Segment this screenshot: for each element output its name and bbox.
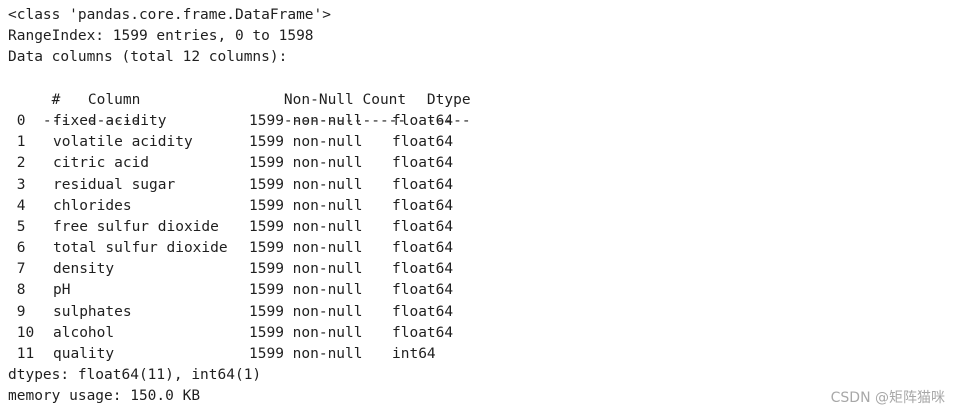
row-dtype: int64	[392, 346, 436, 362]
memory-usage: memory usage: 150.0 KB	[8, 388, 201, 405]
row-index: 4	[8, 197, 26, 214]
row-column-name: alcohol	[53, 324, 115, 341]
row-dtype: float64	[392, 240, 454, 257]
separator-non-null-count: --------------	[283, 112, 407, 129]
header-dtype: Dtype	[426, 91, 471, 108]
header-non-null-count: Non-Null Count	[283, 91, 407, 108]
separator-index: ---	[42, 112, 70, 129]
separator-dtype: -----	[426, 112, 471, 129]
row-dtype: float64	[392, 155, 454, 172]
row-column-name: volatile acidity	[53, 134, 193, 151]
row-dtype: float64	[392, 303, 454, 320]
row-dtype: float64	[392, 134, 454, 151]
table-row: 7 density 1599 non-null float64	[8, 259, 507, 280]
table-row: 6 total sulfur dioxide 1599 non-null float6…	[8, 238, 507, 259]
row-index: 11	[8, 346, 35, 362]
table-separator-row: ----------------------------	[8, 90, 507, 129]
row-non-null-count: 1599 non-null	[249, 176, 363, 193]
table-row: 10 alcohol 1599 non-null float64	[8, 323, 507, 344]
row-column-name: chlorides	[53, 197, 132, 214]
dataframe-info-output: <class 'pandas.core.frame.DataFrame'> Ra…	[8, 5, 507, 408]
range-index-line: RangeIndex: 1599 entries, 0 to 1598	[8, 28, 314, 45]
row-dtype: float64	[392, 261, 454, 278]
row-non-null-count: 1599 non-null	[249, 240, 363, 257]
row-dtype: float64	[392, 282, 454, 299]
data-columns-line: Data columns (total 12 columns):	[8, 49, 288, 66]
table-row: 3 residual sugar 1599 non-null float64	[8, 175, 507, 196]
row-index: 9	[8, 303, 26, 320]
row-non-null-count: 1599 non-null	[249, 218, 363, 235]
table-header-row: # Column Non-Null Count Dtype	[8, 69, 507, 108]
row-column-name: quality	[53, 346, 115, 362]
row-dtype: float64	[392, 218, 454, 235]
row-index: 5	[8, 218, 26, 235]
row-column-name: fixed acidity	[53, 112, 167, 129]
row-dtype: float64	[392, 197, 454, 214]
row-index: 0	[8, 112, 26, 129]
table-row: 8 pH 1599 non-null float64	[8, 280, 507, 301]
dtypes-summary: dtypes: float64(11), int64(1)	[8, 367, 262, 384]
row-non-null-count: 1599 non-null	[249, 303, 363, 320]
row-non-null-count: 1599 non-null	[249, 282, 363, 299]
row-column-name: total sulfur dioxide	[53, 240, 228, 257]
row-index: 3	[8, 176, 26, 193]
table-row: 5 free sulfur dioxide 1599 non-null float64	[8, 217, 507, 238]
header-index: #	[42, 91, 61, 108]
row-index: 1	[8, 134, 26, 151]
table-row: 0 fixed acidity 1599 non-null float64	[8, 111, 507, 132]
separator-column: ------	[87, 112, 141, 129]
row-column-name: citric acid	[53, 155, 150, 172]
table-row: 11 quality 1599 non-null int64	[8, 344, 507, 365]
header-column: Column	[87, 91, 141, 108]
row-non-null-count: 1599 non-null	[249, 134, 363, 151]
watermark: CSDN @矩阵猫咪	[830, 390, 945, 406]
row-non-null-count: 1599 non-null	[249, 324, 363, 341]
row-non-null-count: 1599 non-null	[249, 261, 363, 278]
row-non-null-count: 1599 non-null	[249, 155, 363, 172]
table-row: 9 sulphates 1599 non-null float64	[8, 302, 507, 323]
row-non-null-count: 1599 non-null	[249, 197, 363, 214]
row-dtype: float64	[392, 112, 454, 129]
row-index: 10	[8, 324, 35, 341]
table-row: 1 volatile acidity 1599 non-null float64	[8, 132, 507, 153]
table-rows: 0 fixed acidity 1599 non-null float64 1 vola…	[8, 111, 507, 365]
row-non-null-count: 1599 non-null	[249, 112, 363, 129]
row-column-name: sulphates	[53, 303, 132, 320]
table-row: 4 chlorides 1599 non-null float64	[8, 196, 507, 217]
row-dtype: float64	[392, 324, 454, 341]
class-line: <class 'pandas.core.frame.DataFrame'>	[8, 7, 332, 23]
row-non-null-count: 1599 non-null	[249, 346, 363, 362]
row-index: 8	[8, 282, 26, 299]
row-index: 7	[8, 261, 26, 278]
row-column-name: residual sugar	[53, 176, 176, 193]
row-index: 2	[8, 155, 26, 172]
row-index: 6	[8, 240, 26, 257]
row-column-name: pH	[53, 282, 71, 299]
row-column-name: density	[53, 261, 115, 278]
row-dtype: float64	[392, 176, 454, 193]
row-column-name: free sulfur dioxide	[53, 218, 219, 235]
table-row: 2 citric acid 1599 non-null float64	[8, 153, 507, 174]
